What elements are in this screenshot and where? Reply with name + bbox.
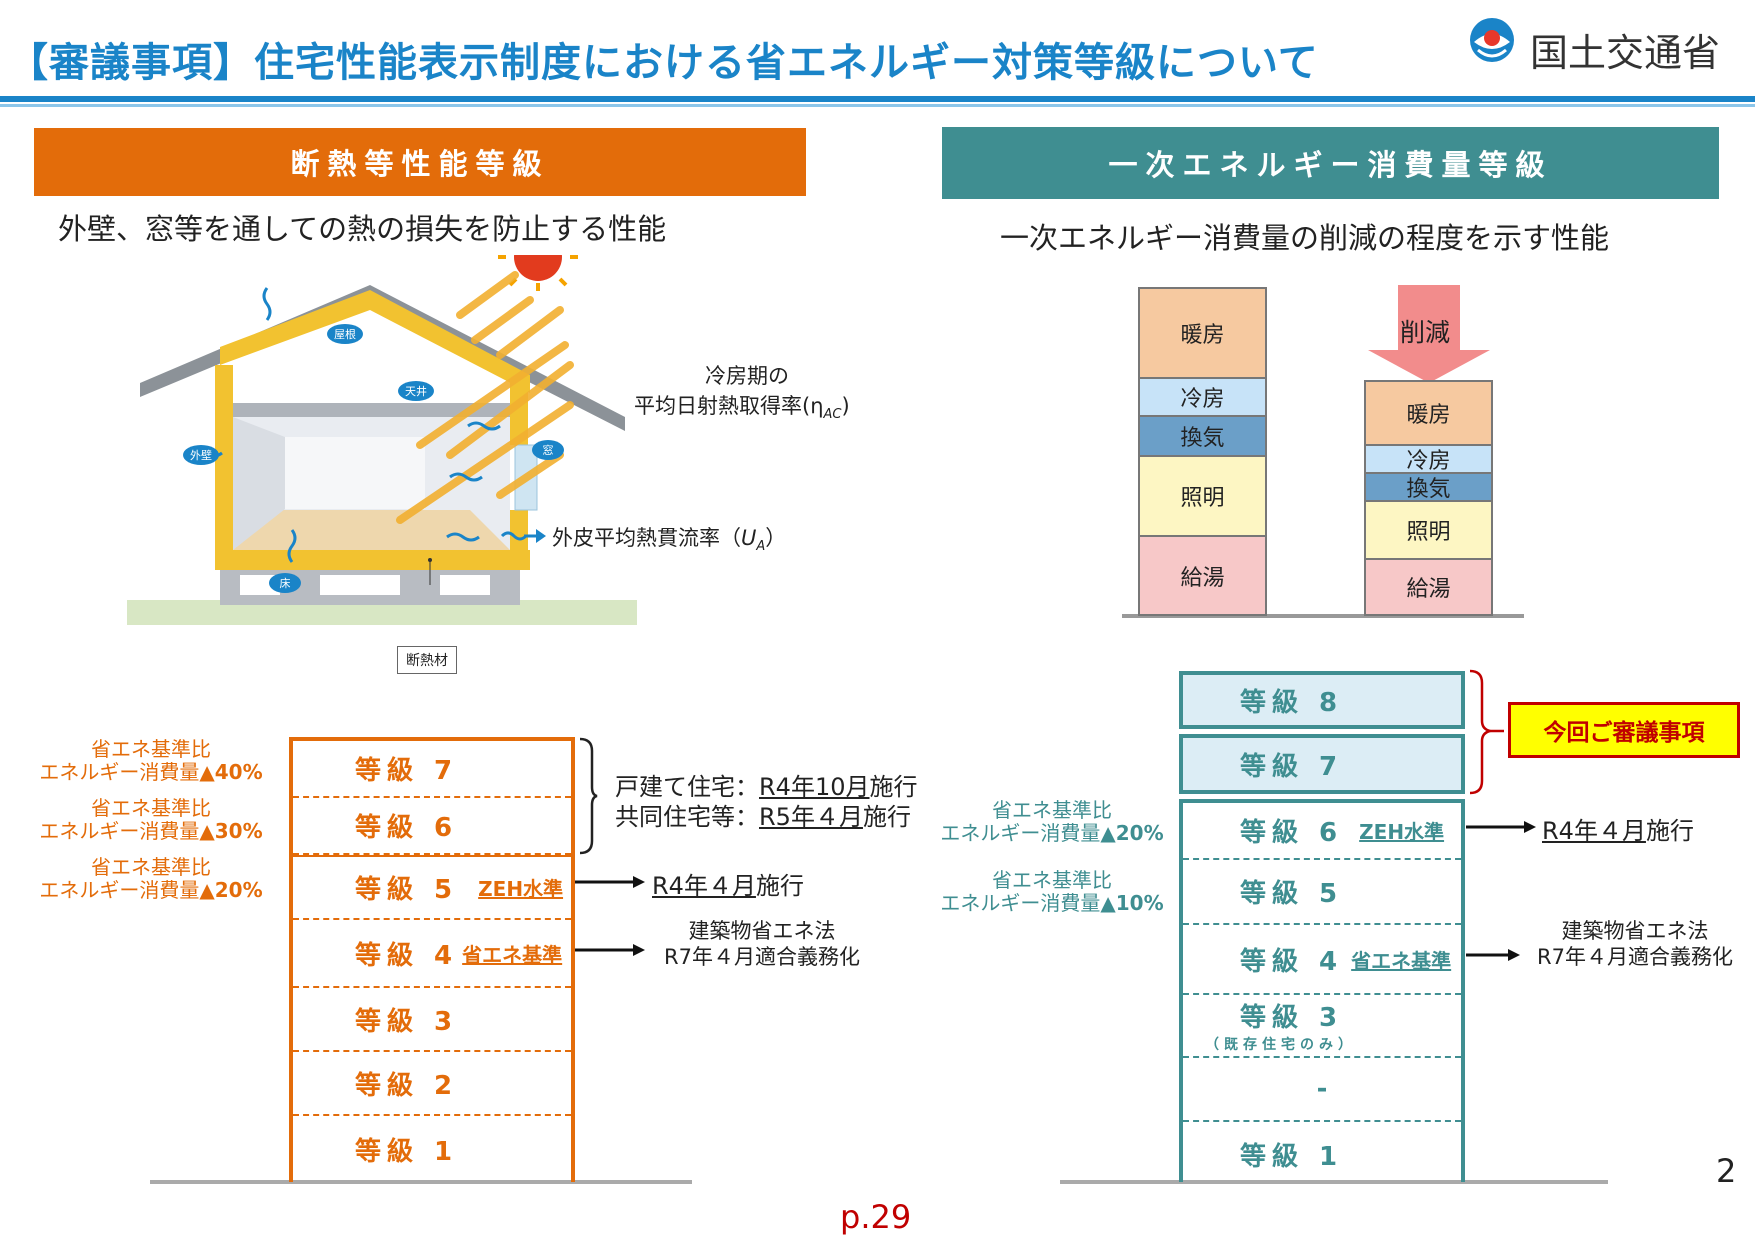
grade-label: 等級 6 [1240,818,1344,848]
energy-bar-before: 暖房 冷房 換気 照明 給湯 [1138,287,1267,616]
mlit-logo-icon [1470,18,1514,62]
grade-label: 等級 5 [1240,879,1344,909]
grade-row: 等級 4 省エネ基準 [1183,925,1461,995]
grade-row: 等級 7 [293,741,571,798]
eta-label-line1: 冷房期の [705,364,789,388]
review-bracket-icon [1469,669,1504,795]
reduction-note: 省エネ基準比エネルギー消費量▲20% [39,855,263,902]
title-rule [0,96,1755,102]
arrow-icon [575,944,645,956]
bar-seg-cooling: 冷房 [1138,377,1267,417]
grade6-enforcement: R4年４月施行 [1542,817,1694,845]
reduction-note: 省エネ基準比エネルギー消費量▲30% [39,796,263,843]
bar-seg-lighting: 照明 [1138,455,1267,537]
reduction-label: 削減 [1400,318,1451,347]
page-title: 【審議事項】住宅性能表示制度における省エネルギー対策等級について [8,40,1319,86]
insulation-grade-column: 等級 7 等級 6 等級 5 ZEH水準 等級 4 省エネ基準 等級 3 等級 … [289,737,575,1182]
bracket-icon [579,737,598,855]
bar-seg-hotwater: 給湯 [1138,535,1267,616]
grade-label: 等級 2 [355,1070,459,1101]
grade-label: 等級 6 [355,813,459,843]
reduction-note: 省エネ基準比エネルギー消費量▲10% [940,868,1164,915]
reduction-note: 省エネ基準比エネルギー消費量▲20% [940,798,1164,845]
grade-row: 等級 6 ZEH水準 [1183,803,1461,860]
grade-label: - [1316,1074,1328,1104]
grade-row: 等級 4 省エネ基準 [293,920,571,988]
energy-standard: 省エネ基準 [1351,948,1452,973]
bar-seg-hotwater: 給湯 [1364,558,1493,616]
ua-arrow-icon [500,529,546,543]
grade-7-box: 等級 7 [1179,734,1465,794]
grade-row: 等級 6 [293,798,571,855]
page-reference: p.29 [840,1198,912,1236]
review-item-badge: 今回ご審議事項 [1508,702,1740,758]
right-baseline [1060,1180,1608,1184]
existing-only-note: （既存住宅のみ） [1205,1037,1357,1053]
logo-text: 国土交通省 [1530,31,1721,75]
energy-bar-after: 暖房 冷房 換気 照明 給湯 [1364,380,1493,616]
collective-enforcement: 共同住宅等：R5年４月施行 [615,803,911,831]
primary-energy-grade-column: 等級 6 ZEH水準 等級 5 等級 4 省エネ基準 等級 3 （既存住宅のみ）… [1179,799,1465,1182]
bar-seg-ventilation: 換気 [1364,472,1493,502]
ua-label: 外皮平均熱貫流率（UA） [552,526,787,555]
insulation-label: 断熱材 [397,646,457,674]
bar-seg-lighting: 照明 [1364,500,1493,560]
house-diagram: 屋根 天井 外壁 窓 床 [127,255,637,625]
tag-window: 窓 [543,443,554,457]
grade-label: 等級 1 [1240,1141,1344,1172]
title-rule-light [0,104,1755,107]
grade-label: 等級 4 [355,940,459,971]
tag-floor: 床 [280,576,291,590]
reduction-arrow-icon [1368,285,1490,383]
grade-label: 等級 1 [355,1136,459,1167]
tag-ceiling: 天井 [405,384,427,398]
grade-label: 等級 3 [1240,1003,1344,1033]
energy-standard: 省エネ基準 [462,942,563,967]
insulation-grade-heading: 断熱等性能等級 [34,128,806,196]
grade-row: 等級 5 [1183,860,1461,925]
grade-row: 等級 3 [293,988,571,1052]
primary-energy-grade-heading: 一次エネルギー消費量等級 [942,127,1719,199]
insulation-subtitle: 外壁、窓等を通しての熱の損失を防止する性能 [58,212,667,246]
left-baseline [150,1180,692,1184]
slide-number: 2 [1716,1152,1737,1190]
grade-row: 等級 1 [1183,1122,1461,1186]
grade-label: 等級 8 [1240,687,1344,718]
bars-baseline [1122,614,1524,618]
bar-seg-ventilation: 換気 [1138,415,1267,457]
grade-label: 等級 7 [1240,751,1344,782]
grade-label: 等級 3 [355,1006,459,1037]
grade-label: 等級 5 [355,875,459,905]
bar-seg-heating: 暖房 [1138,287,1267,379]
zeh-level: ZEH水準 [1359,820,1445,844]
grade-row: 等級 3 （既存住宅のみ） [1183,995,1461,1058]
detached-enforcement: 戸建て住宅：R4年10月施行 [615,773,918,801]
grade-label: 等級 7 [355,756,459,786]
grade-8-box: 等級 8 [1179,671,1465,729]
grade-row: 等級 2 [293,1052,571,1116]
bar-seg-cooling: 冷房 [1364,444,1493,474]
grade-row: 等級 1 [293,1116,571,1182]
primary-energy-subtitle: 一次エネルギー消費量の削減の程度を示す性能 [1000,221,1610,255]
zeh-level: ZEH水準 [478,877,564,901]
bar-seg-heating: 暖房 [1364,380,1493,446]
eta-label-line2: 平均日射熱取得率(ηAC) [634,394,850,423]
grade5-enforcement: R4年４月施行 [652,872,804,900]
arrow-icon [1466,821,1536,833]
arrow-icon [1466,949,1520,961]
grade-row: 等級 5 ZEH水準 [293,855,571,920]
tag-wall: 外壁 [190,448,212,462]
grade-row: - [1183,1058,1461,1122]
grade-label: 等級 4 [1240,946,1344,977]
reduction-note: 省エネ基準比エネルギー消費量▲40% [39,737,263,784]
tag-roof: 屋根 [334,327,356,341]
arrow-icon [575,876,645,888]
